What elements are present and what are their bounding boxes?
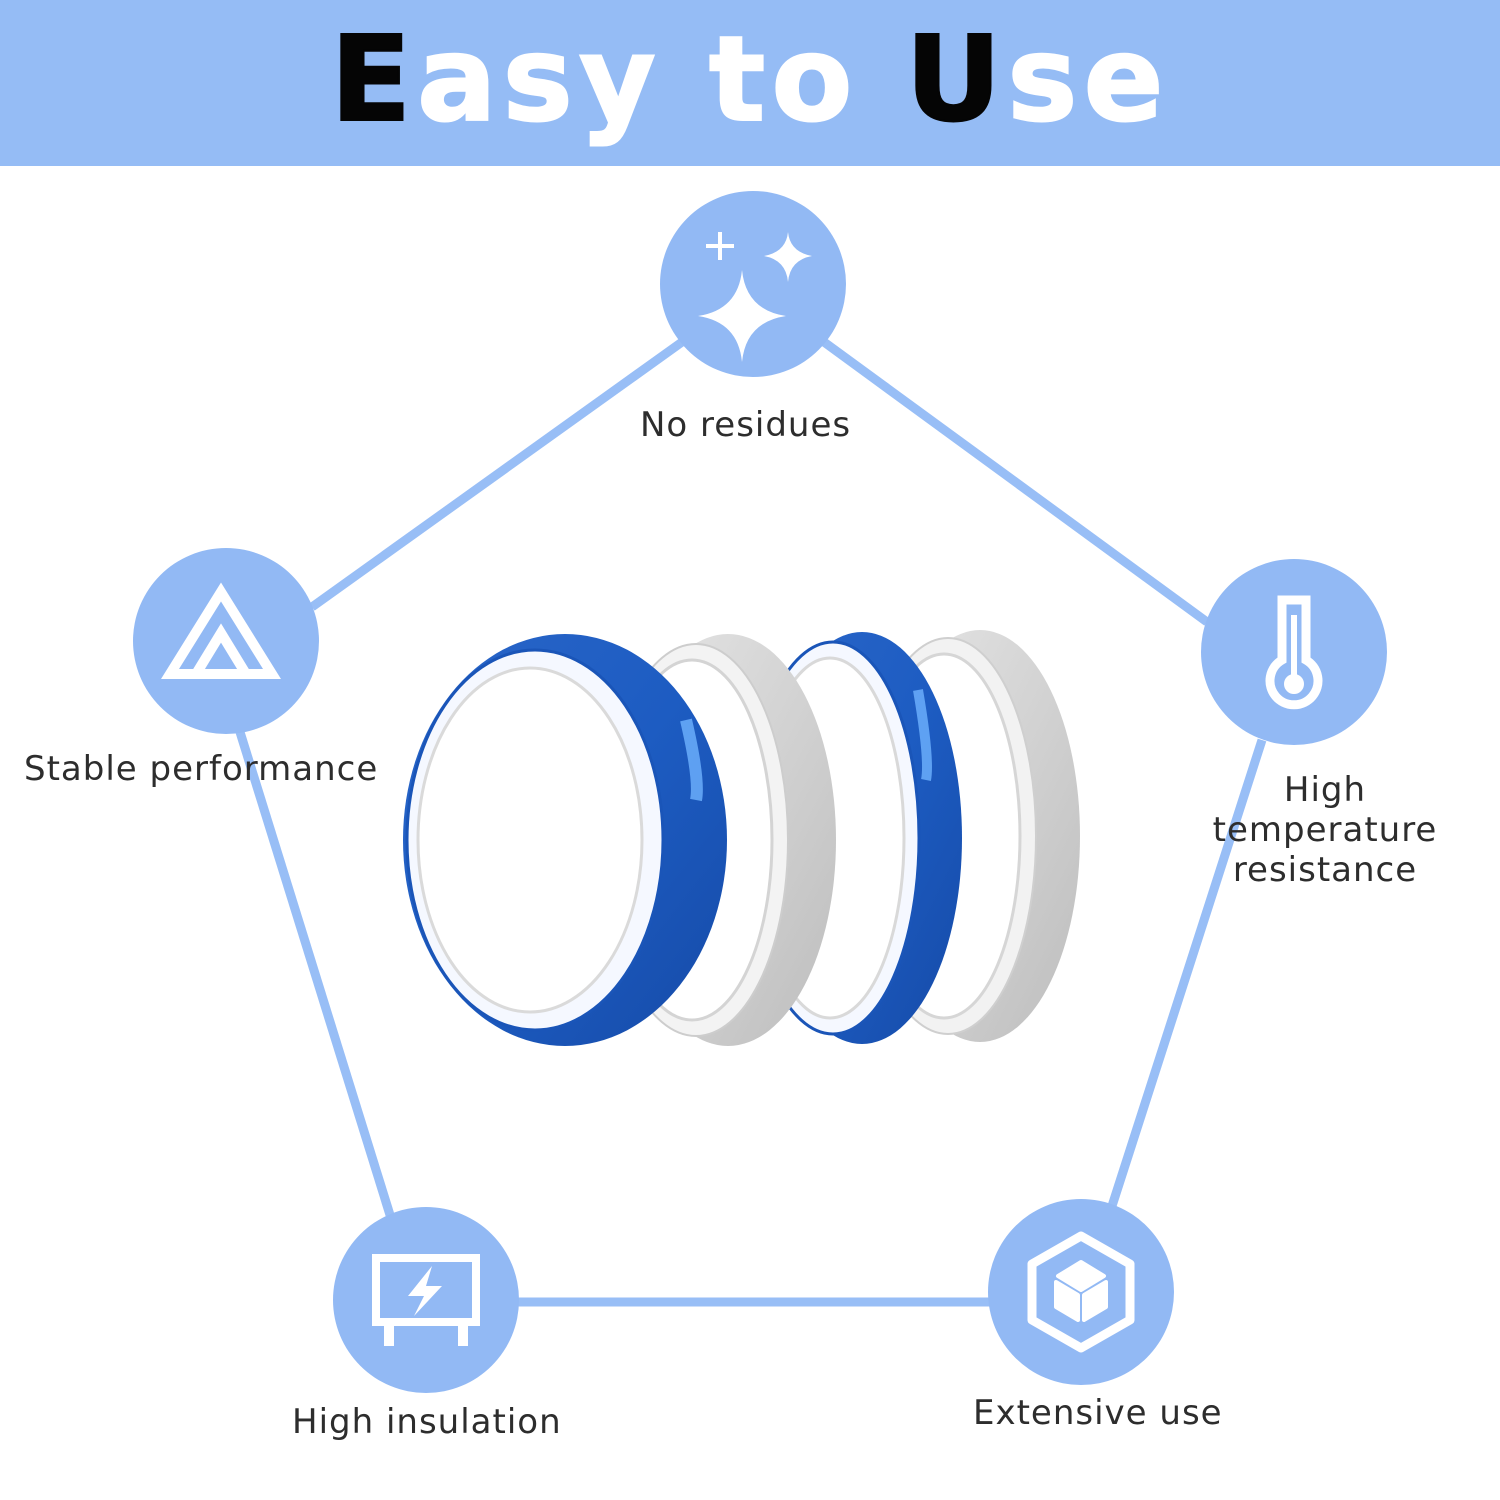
feature-circle [660, 191, 846, 377]
page-title: Easy to Use [0, 13, 1500, 145]
feature-label-extensive-use: Extensive use [973, 1393, 1223, 1433]
edge-line [1107, 738, 1267, 1208]
feature-label-no-residues: No residues [640, 405, 852, 445]
pentagon-edges [235, 338, 1267, 1307]
feature-no-residues [660, 191, 846, 377]
edge-line [821, 338, 1210, 626]
title-part: asy to [416, 10, 906, 148]
lightning-board-icon [372, 1254, 480, 1346]
blue-tape-roll [403, 634, 727, 1046]
feature-extensive-use [988, 1199, 1174, 1385]
sparkles-icon [698, 232, 812, 362]
feature-label-high-temperature: High temperature resistance [1212, 770, 1438, 890]
title-part: se [1006, 10, 1170, 148]
feature-stable-performance [133, 548, 319, 734]
edge-line [235, 730, 395, 1217]
cube-icon [1027, 1231, 1135, 1353]
feature-high-insulation [333, 1207, 519, 1393]
feature-label-stable-performance: Stable performance [24, 749, 379, 789]
thermometer-icon [1265, 595, 1323, 710]
title-part: U [904, 10, 1008, 148]
edge-line [309, 338, 685, 611]
triangle-icon [161, 582, 281, 679]
feature-label-high-insulation: High insulation [292, 1402, 562, 1442]
title-part: E [329, 10, 418, 148]
header-banner [0, 0, 1500, 166]
feature-high-temperature [1201, 559, 1387, 745]
product-image-tape-rolls [403, 630, 1080, 1046]
